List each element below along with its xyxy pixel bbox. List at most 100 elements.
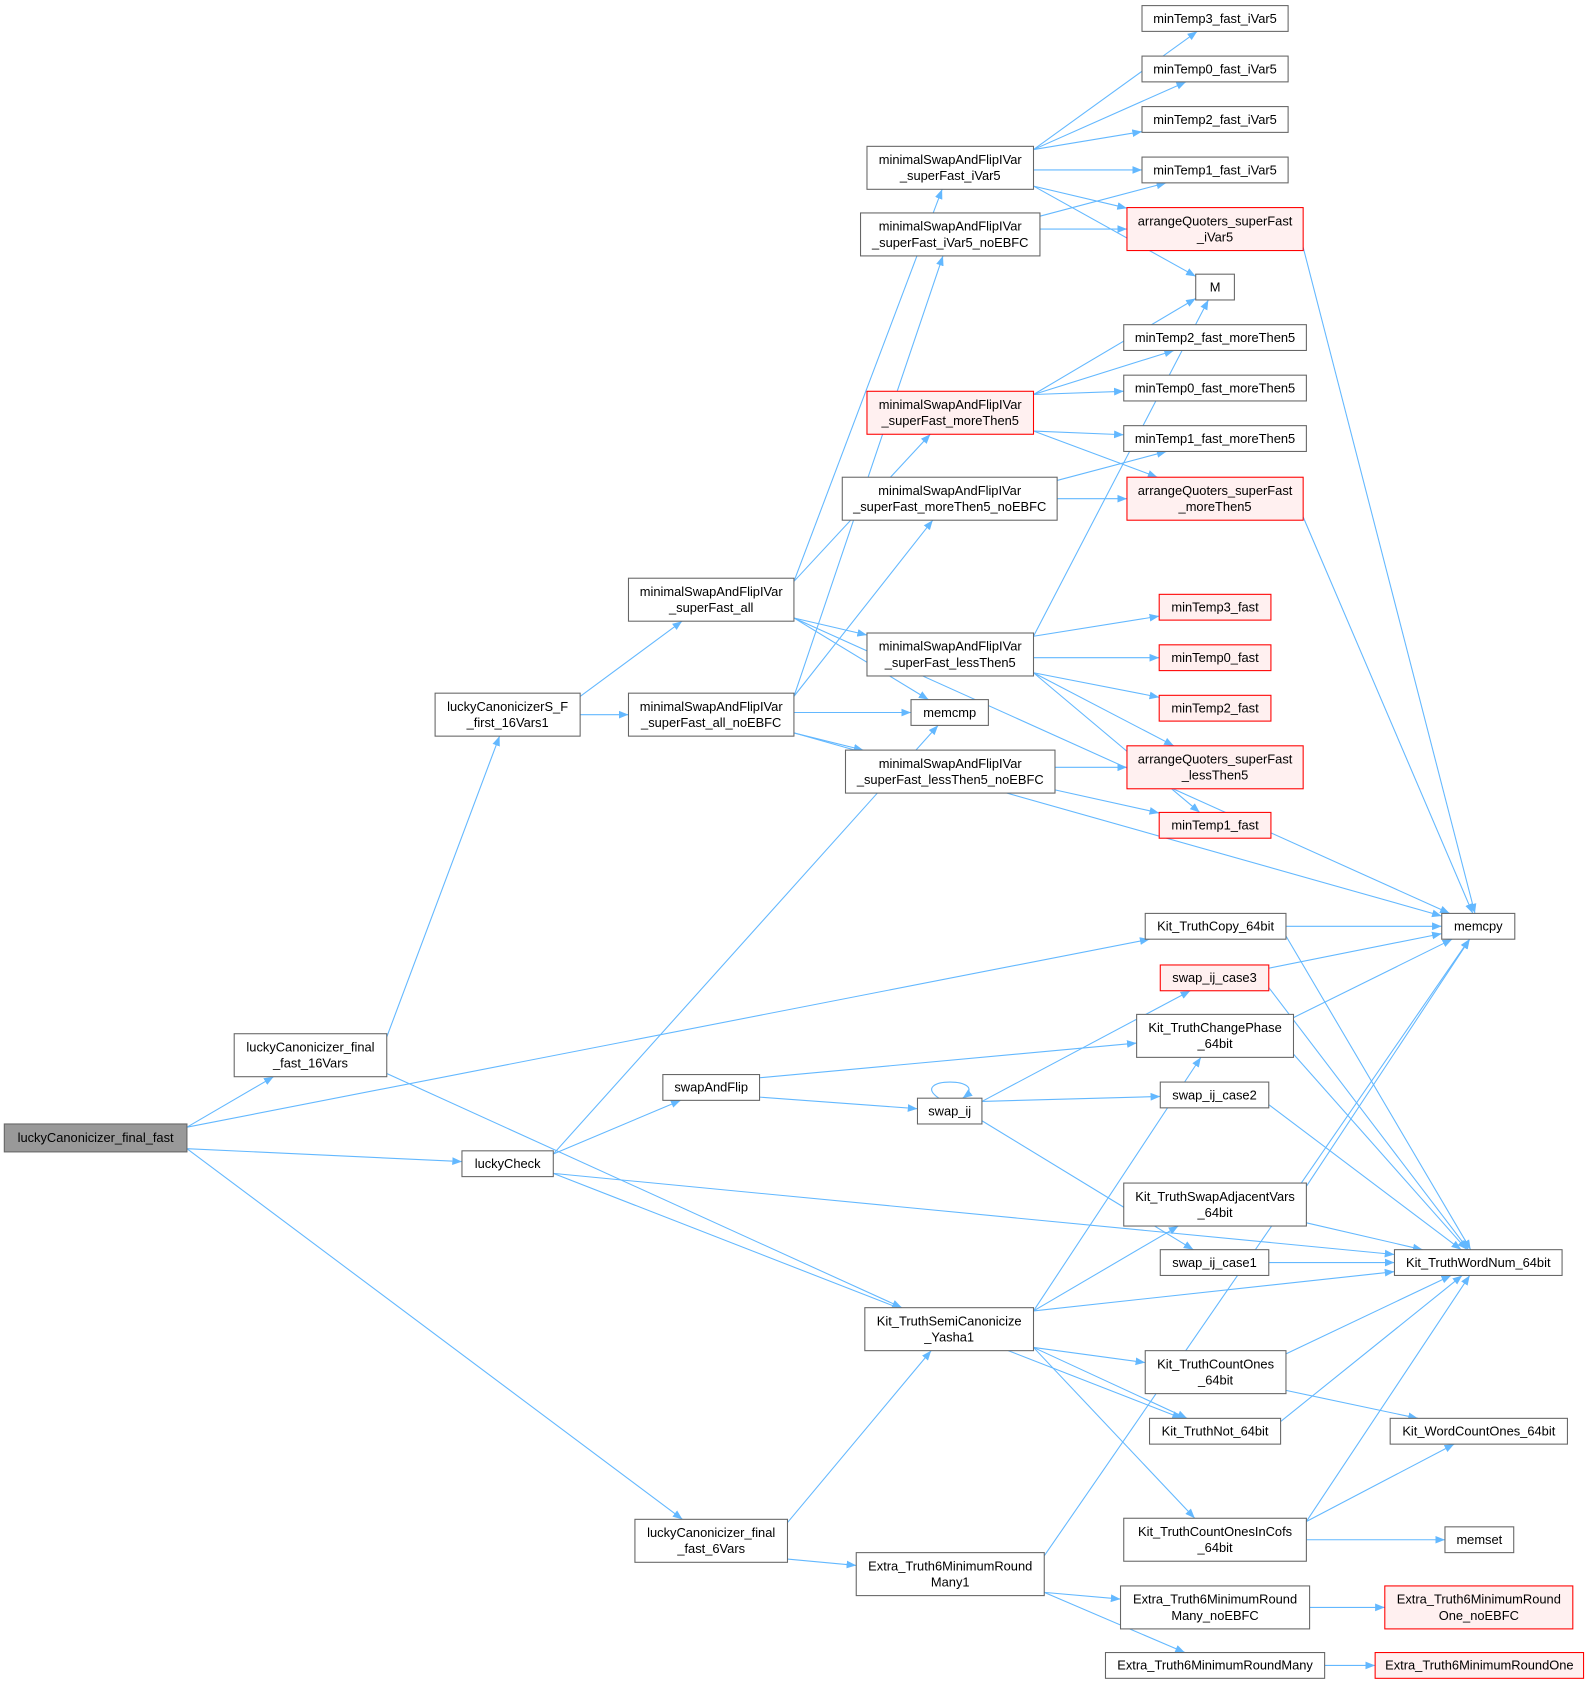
node-label: Kit_TruthSemiCanonicize — [877, 1313, 1022, 1328]
graph-node-extra-truth6minimumroundmany-noebfc[interactable]: Extra_Truth6MinimumRoundMany_noEBFC — [1119, 1585, 1311, 1630]
graph-node-minimalswapandflipivar-superfast-lessthen5-noebfc[interactable]: minimalSwapAndFlipIVar_superFast_lessThe… — [844, 749, 1056, 794]
edge-n18-to-n34 — [1043, 938, 1470, 1557]
edge-n1-to-n2 — [186, 1076, 274, 1128]
graph-node-kit-truthchangephase-64bit[interactable]: Kit_TruthChangePhase_64bit — [1136, 1013, 1295, 1058]
graph-node-extra-truth6minimumroundmany[interactable]: Extra_Truth6MinimumRoundMany — [1104, 1652, 1326, 1679]
graph-node-kit-truthcopy-64bit[interactable]: Kit_TruthCopy_64bit — [1144, 912, 1287, 940]
node-box — [1136, 1013, 1295, 1058]
graph-node-minimalswapandflipivar-superfast-morethen5[interactable]: minimalSwapAndFlipIVar_superFast_moreThe… — [866, 390, 1035, 435]
edge-n17-to-n43 — [1033, 1346, 1188, 1419]
node-label: minTemp0_fast_moreThen5 — [1135, 380, 1295, 395]
node-box — [866, 145, 1035, 190]
node-label: minimalSwapAndFlipIVar — [879, 397, 1023, 412]
node-label: luckyCanonicizer_final — [647, 1525, 775, 1540]
graph-node-luckycanonicizer-final-fast[interactable]: luckyCanonicizer_final_fast — [3, 1123, 188, 1153]
graph-node-mintemp1-fast-morethen5[interactable]: minTemp1_fast_moreThen5 — [1123, 425, 1307, 452]
edge-n3-to-n6 — [579, 620, 683, 697]
node-label: luckyCheck — [475, 1156, 541, 1171]
graph-node-memcmp[interactable]: memcmp — [910, 699, 989, 726]
node-label: Extra_Truth6MinimumRoundMany — [1117, 1658, 1313, 1673]
node-label: swap_ij_case1 — [1172, 1255, 1256, 1270]
edge-n17-to-n45 — [1033, 1347, 1196, 1519]
graph-node-luckycanonicizer-final-fast-16vars[interactable]: luckyCanonicizer_final_fast_16Vars — [233, 1033, 388, 1078]
graph-node-extra-truth6minimumroundone[interactable]: Extra_Truth6MinimumRoundOne — [1374, 1652, 1585, 1679]
node-label: _Yasha1 — [923, 1330, 974, 1345]
graph-node-mintemp1-fast[interactable]: minTemp1_fast — [1158, 811, 1272, 839]
graph-node-kit-truthnot-64bit[interactable]: Kit_TruthNot_64bit — [1148, 1417, 1282, 1445]
edge-n2-to-n3 — [386, 735, 501, 1038]
edge-n9-to-n19 — [1033, 30, 1198, 150]
node-box — [1389, 1417, 1568, 1445]
graph-node-mintemp2-fast-morethen5[interactable]: minTemp2_fast_moreThen5 — [1123, 324, 1307, 351]
graph-node-mintemp1-fast-ivar5[interactable]: minTemp1_fast_iVar5 — [1141, 156, 1289, 184]
graph-node-mintemp2-fast-ivar5[interactable]: minTemp2_fast_iVar5 — [1141, 106, 1289, 133]
graph-node-minimalswapandflipivar-superfast-ivar5[interactable]: minimalSwapAndFlipIVar_superFast_iVar5 — [866, 145, 1035, 190]
node-box — [866, 632, 1035, 677]
graph-node-mintemp0-fast-morethen5[interactable]: minTemp0_fast_moreThen5 — [1123, 374, 1307, 402]
node-label: Extra_Truth6MinimumRound — [868, 1558, 1032, 1573]
edge-n16-to-n40 — [981, 1120, 1194, 1251]
graph-node-m[interactable]: M — [1195, 273, 1235, 301]
edge-n13-to-n31 — [1033, 672, 1160, 700]
node-box — [1141, 5, 1289, 32]
node-label: _superFast_lessThen5 — [884, 655, 1016, 670]
node-box — [434, 692, 581, 737]
graph-node-mintemp0-fast-ivar5[interactable]: minTemp0_fast_iVar5 — [1141, 55, 1289, 83]
edge-n15-to-n33 — [1054, 789, 1160, 815]
node-box — [916, 1097, 983, 1125]
graph-node-kit-wordcountones-64bit[interactable]: Kit_WordCountOnes_64bit — [1389, 1417, 1568, 1445]
graph-node-mintemp3-fast-ivar5[interactable]: minTemp3_fast_iVar5 — [1141, 5, 1289, 32]
edge-n45-to-n44 — [1306, 1443, 1455, 1522]
graph-node-kit-truthsemicanonicize-yasha1[interactable]: Kit_TruthSemiCanonicize _Yasha1 — [864, 1307, 1035, 1352]
graph-node-minimalswapandflipivar-superfast-all-noebfc[interactable]: minimalSwapAndFlipIVar_superFast_all_noE… — [627, 692, 795, 737]
node-label: _superFast_moreThen5 — [881, 413, 1019, 428]
graph-node-minimalswapandflipivar-superfast-lessthen5[interactable]: minimalSwapAndFlipIVar_superFast_lessThe… — [866, 632, 1035, 677]
node-box — [627, 577, 795, 622]
node-label: swap_ij_case2 — [1172, 1087, 1256, 1102]
graph-node-swap-ij-case2[interactable]: swap_ij_case2 — [1159, 1081, 1270, 1109]
graph-node-swap-ij-case3[interactable]: swap_ij_case3 — [1159, 964, 1270, 992]
edge-n28-to-n34 — [1302, 516, 1474, 914]
graph-node-luckycheck[interactable]: luckyCheck — [461, 1150, 554, 1178]
node-box — [1104, 1652, 1326, 1679]
edge-n4-to-n43 — [553, 1172, 1183, 1419]
graph-node-kit-truthcountones-64bit[interactable]: Kit_TruthCountOnes_64bit — [1144, 1350, 1287, 1395]
edge-n16-to-n38 — [981, 1092, 1161, 1102]
node-label: luckyCanonicizer_final_fast — [18, 1130, 174, 1145]
graph-node-kit-truthcountonesincofs-64bit[interactable]: Kit_TruthCountOnesInCofs_64bit — [1123, 1517, 1307, 1562]
node-box — [1141, 156, 1289, 184]
node-box — [1195, 273, 1235, 301]
graph-node-kit-truthswapadjacentvars-64bit[interactable]: Kit_TruthSwapAdjacentVars_64bit — [1123, 1182, 1307, 1227]
graph-node-mintemp3-fast[interactable]: minTemp3_fast — [1158, 593, 1272, 621]
edge-n5-to-n17 — [787, 1350, 932, 1523]
graph-node-extra-truth6minimumroundone-noebfc[interactable]: Extra_Truth6MinimumRoundOne_noEBFC — [1384, 1585, 1574, 1630]
graph-node-memcpy[interactable]: memcpy — [1441, 912, 1516, 940]
edge-n10-to-n22 — [1039, 181, 1167, 217]
graph-node-arrangequoters-superfast-lessthen5[interactable]: arrangeQuoters_superFast_lessThen5 — [1126, 745, 1304, 790]
node-label: minimalSwapAndFlipIVar — [878, 483, 1022, 498]
graph-node-minimalswapandflipivar-superfast-ivar5-noebfc[interactable]: minimalSwapAndFlipIVar_superFast_iVar5_n… — [859, 212, 1041, 257]
edge-n4-to-n41 — [553, 1172, 1395, 1258]
node-box — [841, 476, 1058, 521]
graph-node-minimalswapandflipivar-superfast-morethen5-noebfc[interactable]: minimalSwapAndFlipIVar_superFast_moreThe… — [841, 476, 1058, 521]
graph-node-memset[interactable]: memset — [1444, 1526, 1515, 1554]
graph-node-luckycanonicizer-final-fast-6vars[interactable]: luckyCanonicizer_final_fast_6Vars — [634, 1518, 789, 1563]
graph-node-minimalswapandflipivar-superfast-all[interactable]: minimalSwapAndFlipIVar_superFast_all — [627, 577, 795, 622]
graph-node-mintemp2-fast[interactable]: minTemp2_fast — [1158, 694, 1272, 722]
graph-node-swapandflip[interactable]: swapAndFlip — [662, 1074, 761, 1101]
graph-node-swap-ij-case1[interactable]: swap_ij_case1 — [1159, 1249, 1270, 1276]
node-label: minTemp2_fast_iVar5 — [1153, 112, 1277, 127]
graph-node-swap-ij[interactable]: swap_ij — [916, 1097, 983, 1125]
edge-n39-to-n34 — [1305, 938, 1471, 1187]
graph-node-arrangequoters-superfast-ivar5[interactable]: arrangeQuoters_superFast_iVar5 — [1126, 207, 1304, 252]
graph-node-mintemp0-fast[interactable]: minTemp0_fast — [1158, 644, 1272, 672]
graph-node-arrangequoters-superfast-morethen5[interactable]: arrangeQuoters_superFast_moreThen5 — [1126, 476, 1304, 521]
node-box — [1384, 1585, 1574, 1630]
node-label: arrangeQuoters_superFast — [1138, 483, 1293, 498]
edge-n8-to-n16 — [759, 1096, 918, 1112]
graph-node-luckycanonicizers-f-first-16vars1[interactable]: luckyCanonicizerS_F_first_16Vars1 — [434, 692, 581, 737]
graph-node-kit-truthwordnum-64bit[interactable]: Kit_TruthWordNum_64bit — [1393, 1249, 1563, 1276]
edge-n1-to-n5 — [186, 1148, 683, 1520]
edge-n11-to-n26 — [1033, 387, 1124, 396]
